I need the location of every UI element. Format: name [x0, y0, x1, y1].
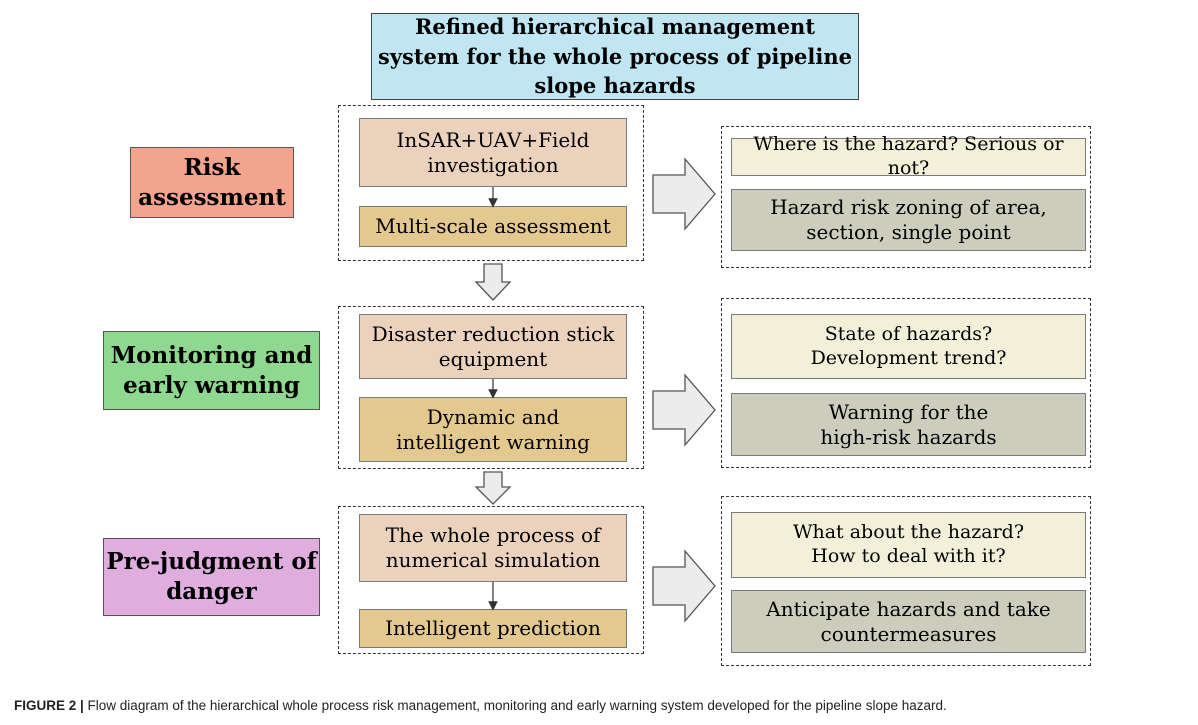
- step-intelligent-prediction: Intelligent prediction: [359, 609, 627, 648]
- diagram-title: Refined hierarchical management system f…: [371, 13, 859, 100]
- step-numerical-simulation: The whole process of numerical simulatio…: [359, 514, 627, 582]
- question-where-is-hazard: Where is the hazard? Serious or not?: [731, 133, 1086, 179]
- right-block-arrow-2: [652, 373, 716, 447]
- outcome-group-3: [721, 496, 1091, 666]
- down-block-arrow-2: [474, 471, 512, 505]
- stage-label-prejudgment: Pre-judgment of danger: [103, 538, 320, 616]
- answer-warning-high-risk: Warning for the high-risk hazards: [731, 393, 1086, 456]
- stage-label-risk-assessment: Risk assessment: [130, 147, 294, 218]
- answer-anticipate-hazards: Anticipate hazards and take countermeasu…: [731, 590, 1086, 653]
- outcome-group-2: [721, 298, 1091, 468]
- down-block-arrow-1: [474, 263, 512, 301]
- process-group-2: [338, 306, 644, 469]
- right-block-arrow-1: [652, 157, 716, 231]
- figure-caption: FIGURE 2 | Flow diagram of the hierarchi…: [14, 698, 1194, 713]
- caption-label: FIGURE 2 |: [14, 698, 84, 713]
- process-group-3: [338, 506, 644, 654]
- outcome-group-1: [721, 126, 1091, 268]
- caption-text: Flow diagram of the hierarchical whole p…: [83, 698, 947, 713]
- step-disaster-reduction-stick: Disaster reduction stick equipment: [359, 314, 627, 379]
- stage-label-monitoring: Monitoring and early warning: [103, 331, 320, 410]
- process-group-1: [338, 105, 644, 261]
- answer-risk-zoning: Hazard risk zoning of area, section, sin…: [731, 189, 1086, 251]
- right-block-arrow-3: [652, 549, 716, 623]
- question-what-about-hazard: What about the hazard? How to deal with …: [731, 512, 1086, 578]
- step-insar-uav-field: InSAR+UAV+Field investigation: [359, 118, 627, 187]
- question-state-of-hazards: State of hazards? Development trend?: [731, 314, 1086, 379]
- step-multi-scale-assessment: Multi-scale assessment: [359, 206, 627, 247]
